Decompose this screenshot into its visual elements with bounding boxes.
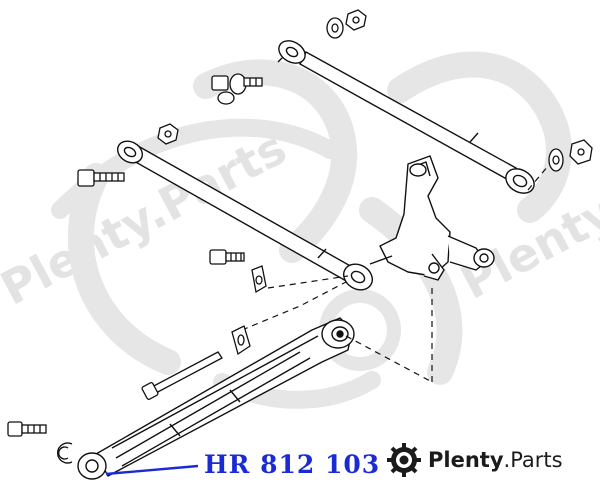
bolt: [211, 73, 263, 105]
bolt: [7, 421, 47, 437]
nut: [157, 123, 179, 145]
part-callout-leader: [105, 464, 199, 476]
nut: [345, 9, 367, 31]
washer: [326, 17, 344, 39]
gear-logo-icon: [387, 443, 421, 477]
brand-logo: Plenty.Parts: [386, 442, 563, 478]
knuckle-spindle: [369, 155, 495, 281]
washer: [251, 265, 267, 294]
bolt: [209, 249, 245, 265]
lower-lateral-link: [116, 140, 374, 291]
washer: [548, 148, 564, 172]
bolt: [77, 169, 125, 187]
trailing-arm: [77, 317, 355, 480]
assembly-guide-line: [241, 165, 549, 383]
part-number-label: HR 812 103: [204, 450, 381, 479]
bolt: [141, 351, 223, 400]
upper-lateral-link: [277, 40, 535, 194]
brand-name: Plenty.Parts: [428, 448, 563, 472]
washer: [56, 442, 73, 464]
cam-plate: [231, 325, 251, 356]
nut: [569, 139, 593, 165]
